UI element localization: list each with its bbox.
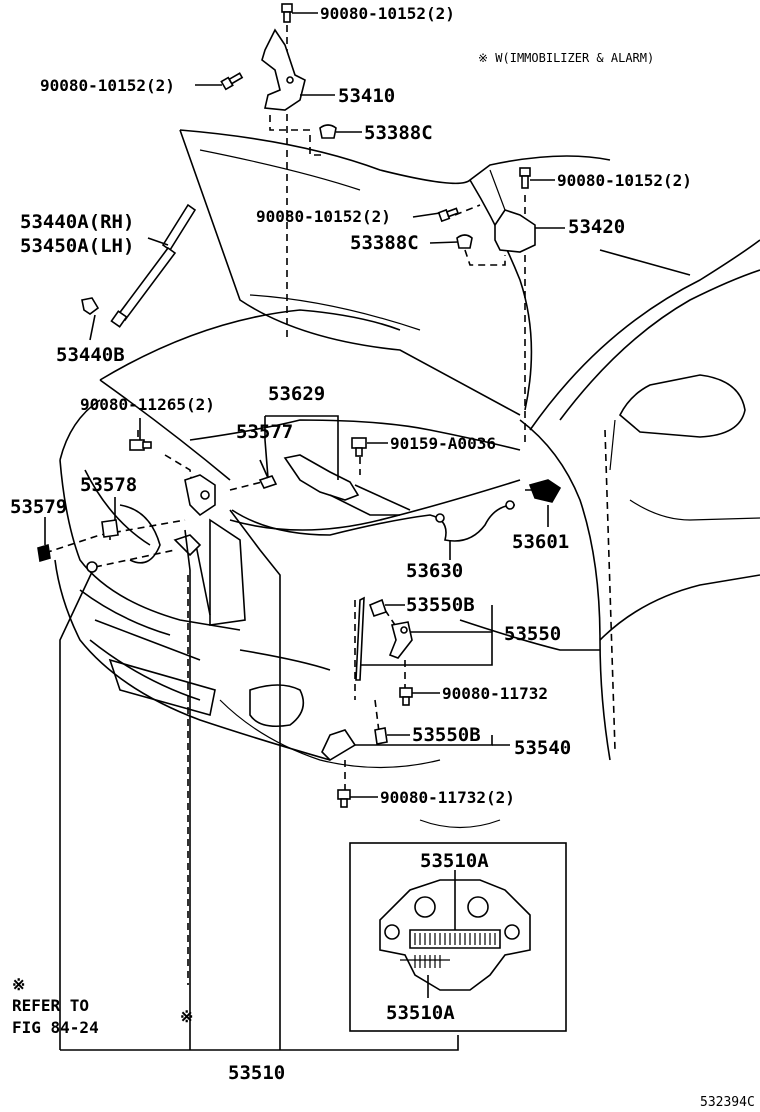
label-53388c-top: 53388C bbox=[364, 122, 433, 144]
label-53550b-top: 53550B bbox=[406, 594, 475, 616]
label-53510a-top: 53510A bbox=[420, 850, 489, 872]
hood-hinge-rh-icon bbox=[494, 209, 536, 253]
fastener-icon bbox=[86, 561, 98, 573]
vehicle-outline bbox=[54, 129, 760, 829]
label-90080-10152-mid: 90080-10152(2) bbox=[256, 207, 391, 226]
label-53550b-bot: 53550B bbox=[412, 724, 481, 746]
label-90080-11265: 90080-11265(2) bbox=[80, 395, 215, 414]
mid-mark: ※ bbox=[180, 1007, 193, 1026]
label-90080-10152-top: 90080-10152(2) bbox=[320, 4, 455, 23]
label-53578: 53578 bbox=[80, 474, 137, 496]
label-90080-10152-right: 90080-10152(2) bbox=[557, 171, 692, 190]
label-53629: 53629 bbox=[268, 383, 325, 405]
bolt-11732-b-icon bbox=[337, 789, 351, 808]
hood-lock-icon bbox=[184, 474, 216, 517]
release-cable-icon bbox=[231, 504, 516, 542]
hood-hinge-lh-icon bbox=[261, 28, 306, 111]
label-53388c-mid: 53388C bbox=[350, 232, 419, 254]
label-53601: 53601 bbox=[512, 531, 569, 553]
note-immobilizer: ※ W(IMMOBILIZER & ALARM) bbox=[478, 51, 654, 65]
bolt-left-icon bbox=[220, 72, 244, 91]
label-53440a: 53440A(RH) bbox=[20, 211, 134, 233]
bolt-11265-icon bbox=[129, 439, 152, 451]
label-53579: 53579 bbox=[10, 496, 67, 518]
refer-line-1: REFER TO bbox=[12, 996, 89, 1015]
label-90159-a0036: 90159-A0036 bbox=[390, 434, 496, 453]
label-53630: 53630 bbox=[406, 560, 463, 582]
parts bbox=[37, 3, 562, 808]
cushion-53579-icon bbox=[37, 543, 51, 563]
hood-support-strut-icon bbox=[110, 203, 197, 328]
label-53510: 53510 bbox=[228, 1062, 285, 1084]
refer-mark: ※ bbox=[12, 975, 25, 994]
hood-lock-inset bbox=[349, 842, 567, 1032]
label-90080-11732-b: 90080-11732(2) bbox=[380, 788, 515, 807]
label-53540: 53540 bbox=[514, 737, 571, 759]
label-53440b: 53440B bbox=[56, 344, 125, 366]
text-labels: ※ W(IMMOBILIZER & ALARM) 90080-10152(2) … bbox=[10, 4, 755, 1110]
bolt-a0036-icon bbox=[351, 437, 367, 457]
label-53550: 53550 bbox=[504, 623, 561, 645]
refer-line-2: FIG 84-24 bbox=[12, 1018, 99, 1037]
label-53577: 53577 bbox=[236, 421, 293, 443]
bolt-mid-icon bbox=[437, 207, 460, 223]
label-90080-10152-left: 90080-10152(2) bbox=[40, 76, 175, 95]
figure-id: 532394C bbox=[700, 1095, 755, 1110]
latch-assy-icon bbox=[355, 596, 365, 681]
label-53420: 53420 bbox=[568, 216, 625, 238]
cushion-53578-icon bbox=[101, 519, 119, 538]
bracket-53540-icon bbox=[321, 729, 357, 762]
label-53510a-bot: 53510A bbox=[386, 1002, 455, 1024]
bolt-11732-a-icon bbox=[399, 687, 413, 706]
leader-lines bbox=[44, 12, 565, 1051]
bolt-top-icon bbox=[281, 3, 293, 23]
release-lever-icon bbox=[528, 479, 562, 503]
bolt-right-icon bbox=[519, 167, 531, 189]
strut-clip-icon bbox=[81, 297, 100, 315]
hood-stopper-mid-icon bbox=[456, 234, 473, 249]
hood-stopper-top-icon bbox=[319, 124, 337, 139]
label-90080-11732-a: 90080-11732 bbox=[442, 684, 548, 703]
label-53410: 53410 bbox=[338, 85, 395, 107]
label-53450a: 53450A(LH) bbox=[20, 235, 134, 257]
hood-lock-support-icon bbox=[283, 454, 360, 501]
